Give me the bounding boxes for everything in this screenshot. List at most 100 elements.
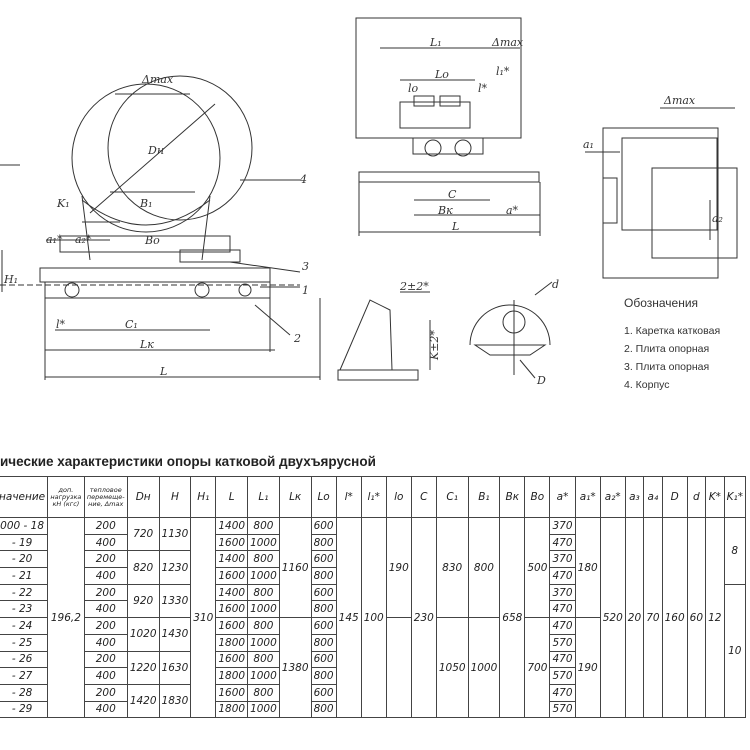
designation-cell: - 23	[0, 600, 49, 619]
label-top-l: L	[451, 220, 459, 233]
label-b1: B₁	[139, 197, 153, 210]
delta-cell: 400	[83, 700, 128, 719]
label-dim-22: 2±2*	[399, 280, 429, 293]
lo-cell: 800	[310, 567, 337, 585]
lo-cell: 800	[310, 667, 337, 685]
lk-cell: 1160	[278, 516, 312, 619]
col-bk: Bк	[499, 476, 526, 518]
bo-cell: 700	[524, 617, 551, 719]
ls-cell: 145	[335, 516, 362, 719]
legend-title: Обозначения	[624, 296, 699, 310]
as-cell: 470	[549, 617, 576, 635]
label-top-dmax: Δmax	[491, 36, 524, 49]
lk-cell: 1380	[278, 617, 312, 719]
designation-cell: - 29	[0, 700, 49, 719]
l1-cell: 800	[247, 650, 280, 669]
bo-cell: 500	[524, 516, 551, 619]
col-lk: Lк	[278, 476, 312, 518]
col-c: C	[410, 476, 437, 518]
k-cell: 12	[705, 516, 725, 719]
label-top-c: C	[448, 188, 457, 201]
lo-cell: 800	[310, 700, 337, 719]
as-cell: 370	[549, 550, 576, 569]
legend-item: 1. Каретка катковая	[624, 325, 721, 337]
legend-item: 3. Плита опорная	[624, 361, 710, 373]
as-cell: 570	[549, 667, 576, 685]
label-c1: C₁	[125, 318, 138, 331]
l-cell: 1600	[215, 533, 249, 552]
a4-cell: 70	[643, 516, 663, 719]
l-cell: 1800	[215, 700, 249, 719]
h-cell: 1630	[158, 650, 192, 685]
as-cell: 470	[549, 650, 576, 669]
l1-cell: 800	[247, 517, 280, 535]
l1-cell: 800	[247, 583, 280, 602]
lo-cell: 600	[310, 550, 337, 569]
label-top-bk: Bк	[437, 204, 453, 217]
table-row: - 24 200 1020 1430 1600 800 1380 600 105…	[0, 617, 746, 719]
label-right-dmax: Δmax	[663, 94, 696, 107]
dn-cell: 720	[126, 516, 160, 552]
l1-cell: 800	[247, 617, 280, 635]
designation-cell: - 22	[0, 583, 49, 602]
delta-cell: 400	[83, 600, 128, 619]
label-ls: l*	[56, 318, 66, 331]
as-cell: 570	[549, 700, 576, 719]
a3-cell: 20	[624, 516, 645, 719]
col-k1: K₁*	[723, 476, 747, 518]
designation-cell: - 26	[0, 650, 49, 669]
table-row: - 19 400 1600 1000 800 470	[0, 533, 746, 552]
col-d: d	[686, 476, 707, 518]
designation-cell: 000 - 18	[0, 517, 49, 535]
lo-cell: 600	[310, 583, 337, 602]
col-l1s: l₁*	[360, 476, 387, 518]
h-cell: 1130	[158, 516, 192, 552]
label-top-l1s: l₁*	[496, 65, 510, 78]
table-row: - 27 400 1800 1000 800 570	[0, 667, 746, 685]
designation-cell: - 24	[0, 617, 49, 635]
delta-cell: 200	[83, 550, 128, 569]
bk-cell: 658	[499, 516, 526, 719]
lo-cell: 600	[310, 517, 337, 535]
h1-cell: 310	[190, 516, 217, 719]
detail-drawings	[337, 281, 553, 381]
table-row: 000 - 18 196,2 200 720 1130 310 1400 800…	[0, 516, 747, 719]
side-view-drawing	[355, 17, 541, 236]
c1-cell: 830	[435, 516, 469, 619]
lo2-cell	[385, 617, 412, 719]
main-elevation-drawing	[0, 75, 321, 380]
designation-cell: - 20	[0, 550, 49, 569]
label-top-l1: L₁	[429, 36, 442, 49]
col-as: a*	[549, 476, 576, 518]
label-a2s: a₂*	[75, 233, 92, 246]
dn-cell: 1020	[126, 617, 160, 652]
delta-cell: 200	[83, 683, 128, 702]
l1-cell: 800	[247, 550, 280, 569]
dn-cell: 820	[126, 550, 160, 585]
l-cell: 1600	[215, 617, 249, 635]
l1-cell: 1000	[247, 667, 280, 685]
h-cell: 1230	[158, 550, 192, 585]
col-a4: a₄	[643, 476, 663, 518]
col-k: K*	[705, 476, 725, 518]
header-row: начение доп. нагрузка кН (кгс) тепловое …	[0, 476, 747, 518]
l-cell: 1400	[215, 583, 249, 602]
l-cell: 1600	[215, 600, 249, 619]
k1-cell: 8	[723, 517, 747, 585]
as-cell: 470	[549, 533, 576, 552]
table-title: ические характеристики опоры катковой дв…	[0, 454, 376, 469]
label-k1: K₁	[56, 197, 70, 210]
lo-cell: 800	[310, 533, 337, 552]
dn-cell: 920	[126, 583, 160, 619]
col-l1: L₁	[247, 476, 280, 518]
as-cell: 570	[549, 633, 576, 652]
load-cell: 196,2	[47, 516, 85, 719]
label-delta-max: Δmax	[141, 73, 174, 86]
h-cell: 1330	[158, 583, 192, 619]
plan-view-drawing	[585, 107, 738, 279]
callout-1: 1	[302, 284, 309, 297]
col-h1: H₁	[190, 476, 217, 518]
as-cell: 470	[549, 683, 576, 702]
c-cell: 230	[410, 516, 437, 719]
label-lk: Lк	[139, 338, 154, 351]
